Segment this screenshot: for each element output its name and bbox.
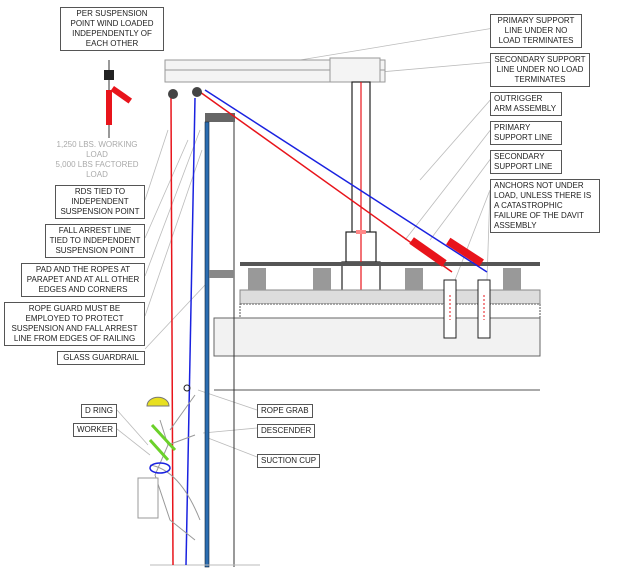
secondary-line-label: SECONDARY SUPPORT LINE [490,150,562,174]
worker-label: WORKER [73,423,117,437]
fall-arrest-label: FALL ARREST LINE TIED TO INDEPENDENT SUS… [45,224,145,258]
worker-figure [137,384,201,541]
d-ring-label: D RING [81,404,117,418]
anchor-posts [443,279,491,339]
anchors-label: ANCHORS NOT UNDER LOAD, UNLESS THERE IS … [490,179,600,233]
suction-cup-label: SUCTION CUP [257,454,321,468]
suspension-point-detail [104,60,133,138]
rds-label: RDS TIED TO INDEPENDENT SUSPENSION POINT [55,185,145,219]
working-load: 1,250 LBS. WORKING LOAD [56,140,138,159]
rope-guard-label: ROPE GUARD MUST BE EMPLOYED TO PROTECT S… [4,302,145,346]
ropes [170,89,488,566]
leader-lines [116,27,495,458]
worker-label-column: D RING WORKER [60,404,117,437]
equipment-label-column: ROPE GRAB DESCENDER SUCTION CUP [257,404,347,468]
secondary-support-line [204,89,488,273]
primary-no-load-label: PRIMARY SUPPORT LINE UNDER NO LOAD TERMI… [490,14,582,48]
glass-guardrail-label: GLASS GUARDRAIL [57,351,145,365]
wind-loaded-note: PER SUSPENSION POINT WIND LOADED INDEPEN… [60,7,164,51]
left-label-column: 1,250 LBS. WORKING LOAD 5,000 LBS FACTOR… [4,140,145,365]
pulleys [168,87,202,99]
secondary-no-load-label: SECONDARY SUPPORT LINE UNDER NO LOAD TER… [490,53,590,87]
outrigger-arm [164,57,386,83]
load-rating: 1,250 LBS. WORKING LOAD 5,000 LBS FACTOR… [49,140,145,180]
rope-grab-label: ROPE GRAB [257,404,313,418]
primary-support-line [199,91,453,273]
fall-arrest-line [185,97,196,566]
descender-label: DESCENDER [257,424,316,438]
factored-load: 5,000 LBS FACTORED LOAD [55,160,139,179]
rds-line [170,97,174,566]
primary-line-label: PRIMARY SUPPORT LINE [490,121,562,145]
pad-ropes-label: PAD AND THE ROPES AT PARAPET AND AT ALL … [21,263,145,297]
building-wall [150,113,260,568]
outrigger-label: OUTRIGGER ARM ASSEMBLY [490,92,562,116]
right-label-column: PRIMARY SUPPORT LINE UNDER NO LOAD TERMI… [490,14,620,233]
